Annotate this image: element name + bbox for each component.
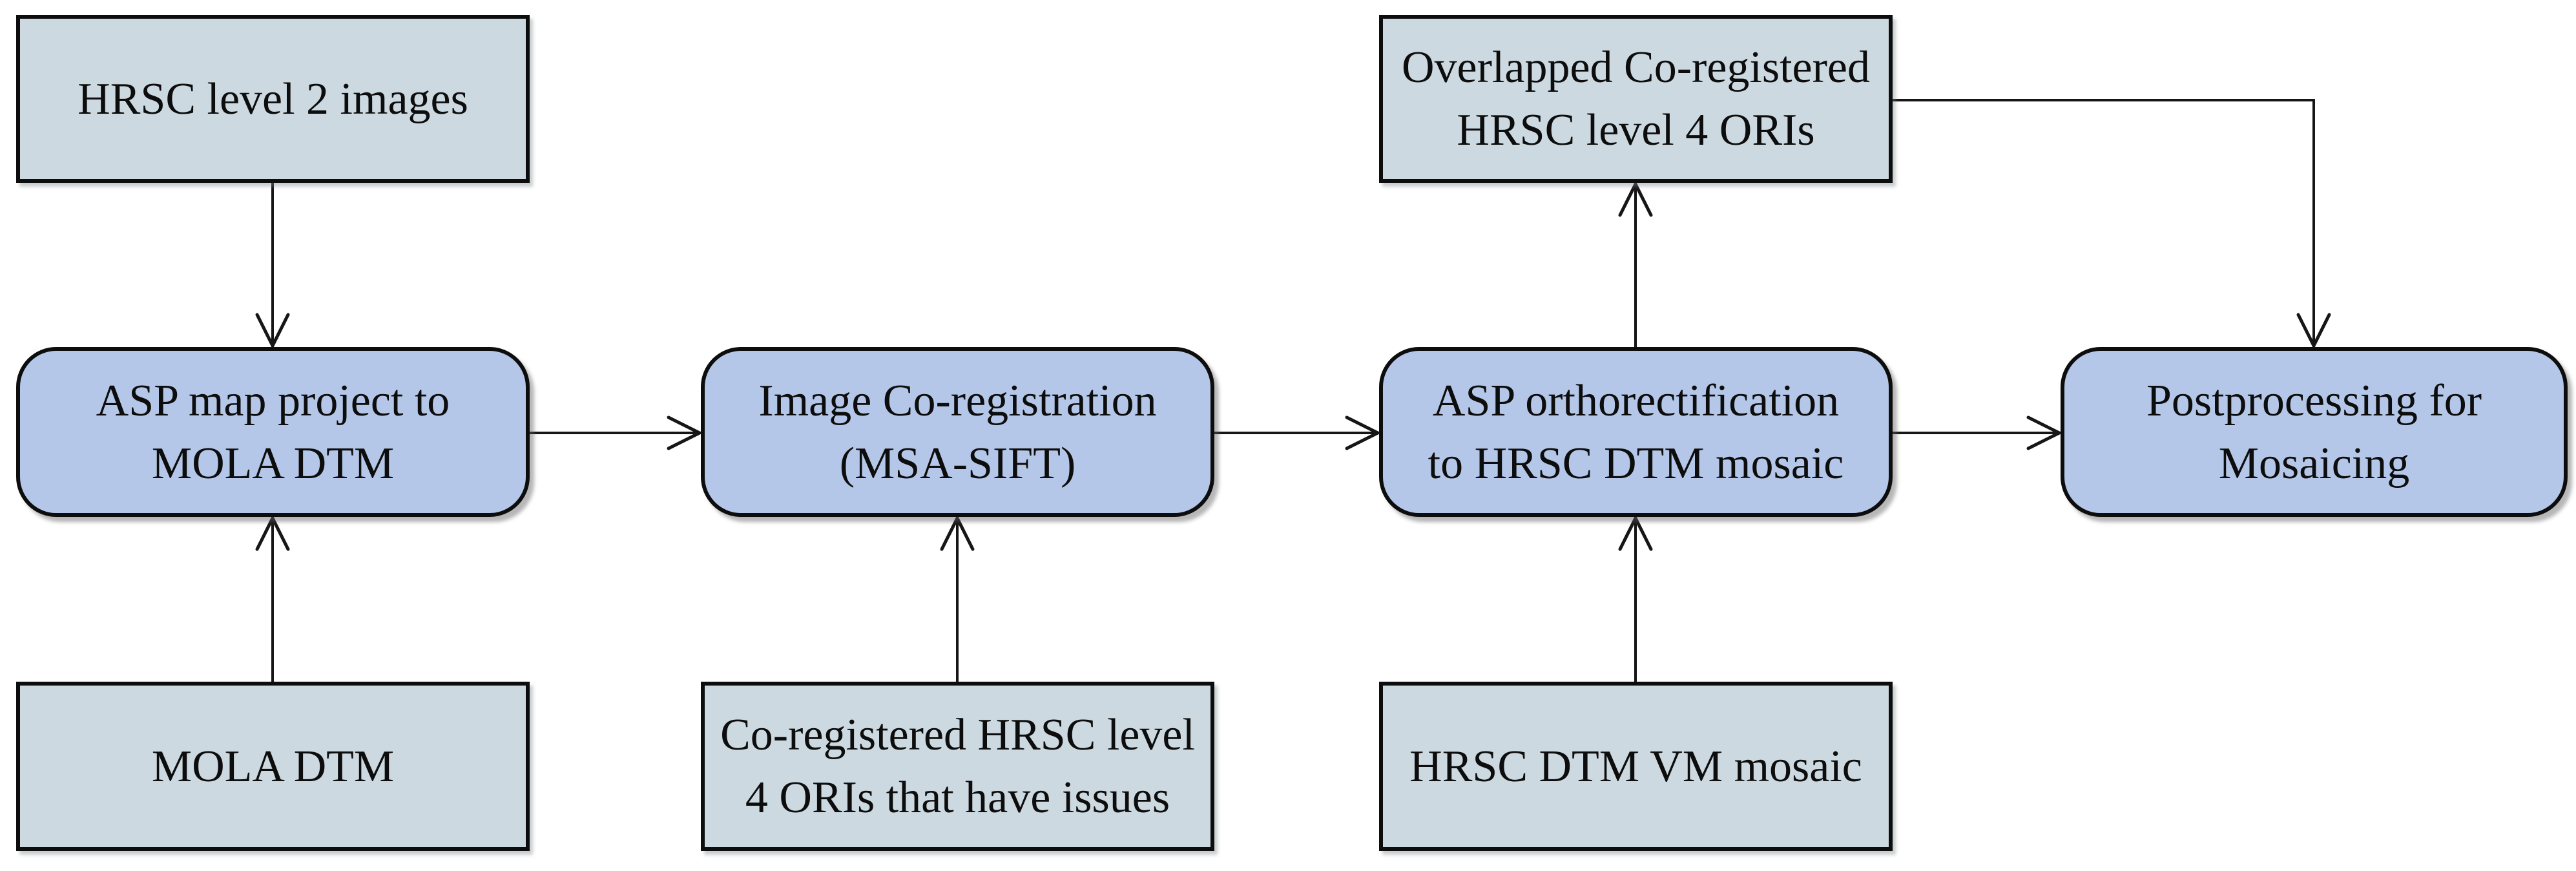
node-overlapped-co-registered-oris: Overlapped Co-registered HRSC level 4 OR… <box>1379 15 1893 183</box>
node-label-line: HRSC level 4 ORIs <box>1457 105 1815 155</box>
node-mola-dtm: MOLA DTM <box>16 682 530 851</box>
edge-overlapped-co-registered-oris-to-postprocessing <box>1891 99 2331 350</box>
edge-asp-orthorectification-to-overlapped-co-registered-oris <box>1618 180 1653 347</box>
node-postprocessing-for-mosaicing: Postprocessing for Mosaicing <box>2061 347 2568 517</box>
node-asp-map-project: ASP map project to MOLA DTM <box>16 347 530 517</box>
node-label-line: Image Co-registration <box>758 375 1157 426</box>
node-image-co-registration: Image Co-registration (MSA-SIFT) <box>701 347 1214 517</box>
node-asp-orthorectification: ASP orthorectification to HRSC DTM mosai… <box>1379 347 1893 517</box>
node-label-line: Postprocessing for <box>2146 375 2482 426</box>
node-hrsc-dtm-vm-mosaic: HRSC DTM VM mosaic <box>1379 682 1893 851</box>
edge-mola-dtm-to-asp-map-project <box>255 514 290 682</box>
node-label-line: Co-registered HRSC level <box>720 710 1195 760</box>
node-label-line: ASP map project to <box>96 375 450 426</box>
node-label-line: HRSC level 2 images <box>78 74 468 124</box>
node-label-line: MOLA DTM <box>151 438 395 488</box>
node-co-registered-level4-oris-issues: Co-registered HRSC level 4 ORIs that hav… <box>701 682 1214 851</box>
edge-hrsc-level-2-images-to-asp-map-project <box>255 183 290 350</box>
node-hrsc-level-2-images: HRSC level 2 images <box>16 15 530 183</box>
edge-hrsc-dtm-vm-mosaic-to-asp-orthorectification <box>1618 514 1653 682</box>
edge-asp-map-project-to-image-co-registration <box>528 415 703 450</box>
edge-image-co-registration-to-asp-orthorectification <box>1212 415 1382 450</box>
node-label-line: ASP orthorectification <box>1432 375 1840 426</box>
node-label-line: Mosaicing <box>2218 438 2410 488</box>
node-label-line: 4 ORIs that have issues <box>745 773 1170 823</box>
node-label-line: Overlapped Co-registered <box>1402 43 1870 92</box>
node-label-line: (MSA-SIFT) <box>839 438 1076 488</box>
node-label-line: MOLA DTM <box>151 741 395 792</box>
node-label-line: to HRSC DTM mosaic <box>1428 438 1844 488</box>
node-label-line: HRSC DTM VM mosaic <box>1409 741 1862 792</box>
edge-asp-orthorectification-to-postprocessing <box>1891 415 2063 450</box>
edge-co-registered-level4-oris-issues-to-image-co-registration <box>940 514 975 682</box>
